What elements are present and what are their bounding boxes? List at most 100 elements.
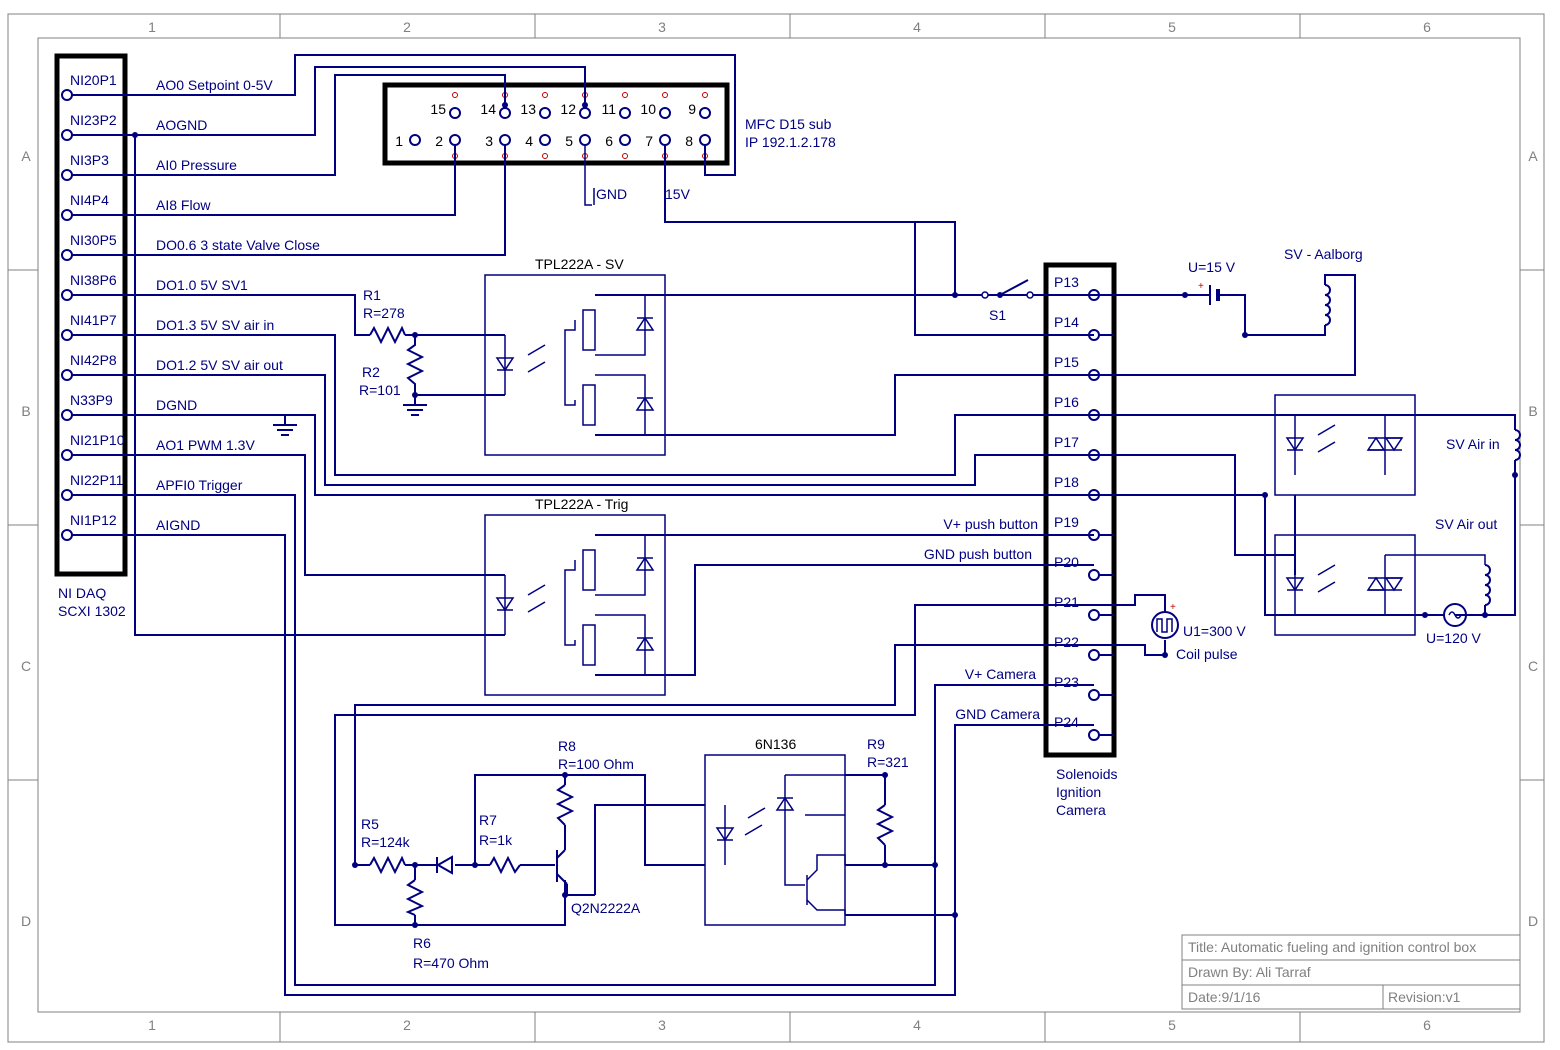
terminal-pin-circle [1088, 689, 1100, 701]
mfc-15v-label: 15V [665, 186, 691, 202]
daq-signal-label: DO1.3 5V SV air in [156, 317, 274, 333]
transistor-q2 [556, 849, 595, 896]
resistor-r5 [369, 855, 406, 875]
terminal-pin-label: P17 [1054, 434, 1079, 450]
terminal-pin-circle [1088, 609, 1100, 621]
mfc-pin-label: 13 [520, 101, 536, 117]
mfc-name: MFC D15 sub [745, 116, 832, 132]
p24-label: GND Camera [955, 706, 1040, 722]
drawing-frame [7, 13, 1545, 1043]
mfc-gnd-label: GND [596, 186, 627, 202]
daq-signal-label: AO0 Setpoint 0-5V [156, 77, 273, 93]
frame-row-c: C [21, 658, 31, 674]
q2-label: Q2N2222A [571, 900, 641, 916]
frame-col-4: 4 [913, 1017, 921, 1033]
frame-column-labels-bottom: 1 2 3 4 5 6 [148, 1017, 1431, 1033]
terminal-name-3: Camera [1056, 802, 1106, 818]
daq-pin-circle [61, 169, 73, 181]
tpl222a-sv-relay: TPL222A - SV [484, 256, 666, 456]
mfc-pin-label: 1 [395, 133, 403, 149]
wire-ao0-setpoint [85, 54, 736, 176]
r6-label: R6 [413, 935, 431, 951]
terminal-pin-label: P16 [1054, 394, 1079, 410]
daq-pin-circle [61, 89, 73, 101]
mfc-box [382, 82, 730, 166]
mfc-ip: IP 192.1.2.178 [745, 134, 836, 150]
r5-label: R5 [361, 816, 379, 832]
mfc-pin-label: 7 [645, 133, 653, 149]
svg-text:+: + [1170, 602, 1176, 613]
wire-p16-air-in [1094, 414, 1516, 430]
terminal-pin-label: P21 [1054, 594, 1079, 610]
daq-box [54, 53, 128, 577]
mfc-pin-circle [409, 134, 421, 146]
mfc-pin-circle [449, 107, 461, 119]
daq-pin-label: NI20P1 [70, 72, 117, 88]
mfc-pin-circle [699, 107, 711, 119]
switch-s1 [981, 279, 1034, 299]
resistor-r2 [405, 335, 425, 395]
terminal-box [1043, 262, 1117, 758]
optocoupler-6n136: 6N136 [704, 736, 846, 926]
u120-label: U=120 V [1426, 630, 1482, 646]
terminal-pin-label: P18 [1054, 474, 1079, 490]
revision-text: Revision:v1 [1388, 989, 1461, 1005]
title-block: Title: Automatic fueling and ignition co… [1181, 934, 1521, 1010]
daq-signal-label: DO1.0 5V SV1 [156, 277, 248, 293]
frame-col-1: 1 [148, 1017, 156, 1033]
mfc-pin-circle [499, 134, 511, 146]
wire-mfc-gnd [584, 145, 592, 206]
mfc-pin-circle [699, 134, 711, 146]
tpl-trig-label: TPL222A - Trig [535, 496, 628, 512]
tpl222a-trig-relay: TPL222A - Trig [484, 496, 666, 696]
wire-aignd [85, 534, 1094, 996]
title-text: Title: Automatic fueling and ignition co… [1188, 939, 1476, 955]
mfc-pin-circle [449, 134, 461, 146]
daq-pin-circle [61, 249, 73, 261]
r9-value: R=321 [867, 754, 909, 770]
u1-label: U1=300 V [1183, 623, 1246, 639]
daq-pin-circle [61, 209, 73, 221]
daq-signal-label: APFI0 Trigger [156, 477, 243, 493]
daq-pin-label: NI41P7 [70, 312, 117, 328]
frame-col-2: 2 [403, 19, 411, 35]
terminal-pin-label: P22 [1054, 634, 1079, 650]
r2-value: R=101 [359, 382, 401, 398]
resistor-r9 [875, 804, 895, 846]
wire-dgnd [85, 414, 1094, 496]
r1-value: R=278 [363, 305, 405, 321]
drawn-by-text: Drawn By: Ali Tarraf [1188, 964, 1311, 980]
6n136-label: 6N136 [755, 736, 796, 752]
wire-120v [1455, 605, 1486, 616]
frame-col-6: 6 [1423, 1017, 1431, 1033]
wire-ao1-pwm [85, 454, 505, 576]
mfc-pin-circle [539, 134, 551, 146]
wire-p14 [914, 222, 1094, 336]
mfc-pin-circle [619, 107, 631, 119]
relay-sv-air-out [1274, 534, 1486, 636]
r2-label: R2 [362, 364, 380, 380]
r8-value: R=100 Ohm [558, 756, 634, 772]
frame-row-labels: A B C D A B C D [21, 148, 1538, 929]
mfc-pin-circle [659, 134, 671, 146]
wire-p15 [595, 374, 1094, 436]
frame-row-c: C [1528, 658, 1538, 674]
wire-do10-sv1 [85, 294, 370, 336]
r5-value: R=124k [361, 834, 411, 850]
wire-p20 [595, 564, 1094, 676]
terminal-pin-circle [1088, 569, 1100, 581]
daq-signal-label: AO1 PWM 1.3V [156, 437, 255, 453]
daq-pin-circle [61, 329, 73, 341]
mfc-pin-label: 11 [601, 101, 616, 117]
frame-row-b: B [1528, 403, 1537, 419]
tpl-sv-label: TPL222A - SV [535, 256, 624, 272]
mfc-pin-circle [579, 107, 591, 119]
daq-pin-label: NI42P8 [70, 352, 117, 368]
terminal-pin-label: P13 [1054, 274, 1079, 290]
wire-mfc-15v [664, 145, 956, 295]
daq-signal-label: AIGND [156, 517, 200, 533]
daq-name: NI DAQ [58, 585, 106, 601]
r7-value: R=1k [479, 832, 513, 848]
